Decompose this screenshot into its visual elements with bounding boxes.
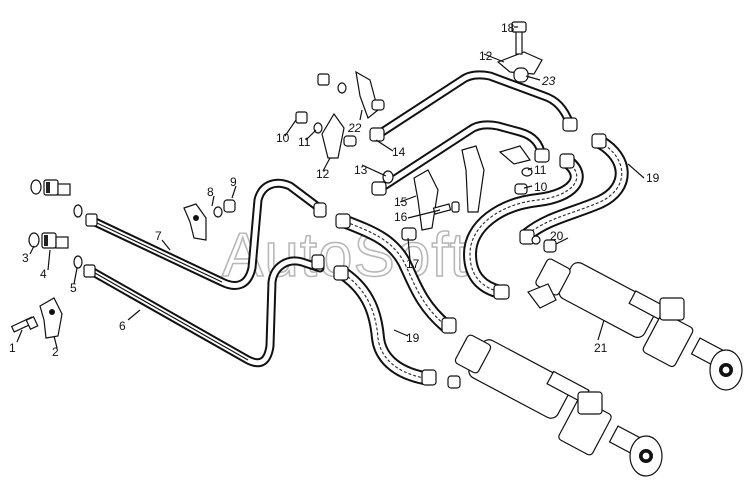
clamp-2 — [39, 297, 63, 339]
label-part-4: 4 — [40, 267, 47, 281]
bolt-1 — [10, 315, 39, 333]
label-part-10-left: 10 — [276, 131, 290, 145]
label-part-22: 22 — [347, 121, 362, 135]
label-part-1: 1 — [9, 341, 16, 355]
label-part-13: 13 — [354, 163, 368, 177]
label-part-17: 17 — [406, 257, 420, 271]
label-part-19-right: 19 — [646, 171, 660, 185]
label-part-2: 2 — [52, 345, 59, 359]
label-part-10-right: 10 — [534, 180, 548, 194]
fitting-set-lower — [28, 232, 83, 269]
part-labels: 1 2 3 4 5 6 7 8 9 10 11 12 22 13 14 15 1… — [9, 21, 660, 359]
hose-19-right-a — [463, 153, 584, 300]
label-part-7: 7 — [155, 229, 162, 243]
label-part-12-right: 12 — [479, 49, 493, 63]
hose-19-lower — [333, 265, 437, 386]
label-part-16: 16 — [394, 210, 408, 224]
label-part-23: 23 — [541, 74, 556, 88]
clamp-8 — [183, 199, 236, 241]
label-part-14: 14 — [392, 145, 406, 159]
hose-19-left — [335, 213, 457, 334]
bracket-12-right — [496, 21, 543, 195]
label-part-8: 8 — [207, 185, 214, 199]
label-part-9: 9 — [230, 175, 237, 189]
label-part-18: 18 — [501, 21, 515, 35]
cylinder-21 — [527, 258, 743, 391]
label-part-19-lower: 19 — [406, 331, 420, 345]
pipe-7 — [90, 178, 327, 290]
label-part-20: 20 — [550, 229, 564, 243]
label-part-3: 3 — [22, 251, 29, 265]
label-part-12-left: 12 — [316, 167, 330, 181]
cylinder-lower — [447, 334, 663, 477]
label-part-15: 15 — [394, 195, 408, 209]
fitting-set-upper — [30, 179, 83, 218]
label-part-11-left: 11 — [298, 135, 311, 149]
pipe-15-tube — [371, 120, 550, 196]
label-part-11-right: 11 — [534, 163, 547, 177]
label-part-6: 6 — [119, 319, 126, 333]
nuts-washers-left — [295, 70, 394, 184]
label-part-5: 5 — [70, 281, 77, 295]
pipe-14 — [369, 70, 578, 142]
elbow-20 — [531, 235, 557, 253]
pipe-6 — [88, 256, 325, 368]
pipe-end-nuts — [83, 202, 327, 278]
label-part-21: 21 — [594, 341, 608, 355]
leader-lines — [16, 26, 645, 349]
